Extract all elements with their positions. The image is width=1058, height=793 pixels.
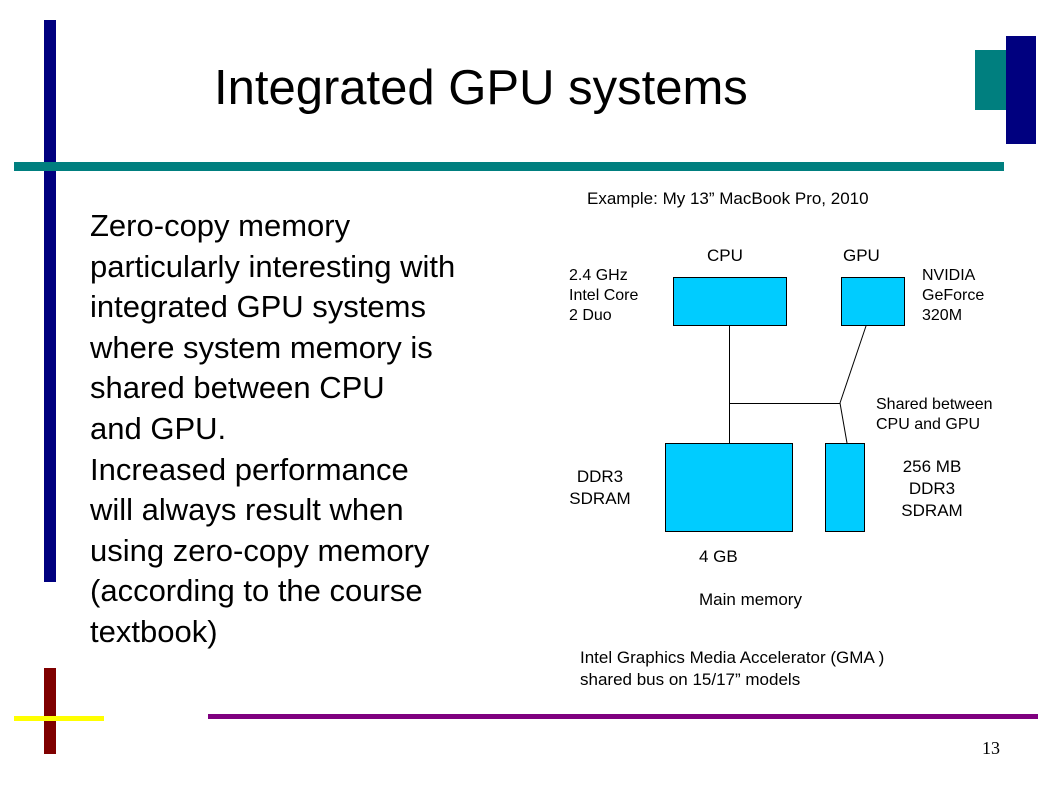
bottom-purple-bar bbox=[208, 714, 1038, 719]
gpu-mem-line: SDRAM bbox=[901, 501, 963, 520]
page-number: 13 bbox=[982, 738, 1000, 758]
shared-bus-connector bbox=[729, 403, 840, 404]
gpu-bus-connector bbox=[839, 325, 867, 444]
gpu-description: NVIDIA GeForce 320M bbox=[922, 266, 984, 326]
gpu-desc-line: NVIDIA bbox=[922, 267, 976, 284]
main-mem-type-line: SDRAM bbox=[569, 489, 631, 508]
gpu-box bbox=[841, 277, 905, 326]
footnote-line: shared bus on 15/17” models bbox=[580, 670, 801, 689]
cpu-memory-connector bbox=[729, 326, 730, 443]
gpu-memory-box bbox=[825, 443, 865, 532]
body-line: using zero-copy memory bbox=[90, 532, 430, 568]
example-caption: Example: My 13” MacBook Pro, 2010 bbox=[587, 189, 869, 208]
body-line: Zero-copy memory bbox=[90, 208, 351, 243]
cpu-box bbox=[673, 277, 787, 326]
cpu-desc-line: Intel Core bbox=[569, 287, 639, 304]
cpu-description: 2.4 GHz Intel Core 2 Duo bbox=[569, 266, 638, 326]
body-line: (according to the course bbox=[90, 573, 423, 609]
gpu-desc-line: GeForce bbox=[922, 287, 985, 304]
body-line: will always result when bbox=[90, 492, 404, 528]
gpu-mem-line: 256 MB bbox=[902, 457, 962, 476]
body-line: Increased performance bbox=[90, 451, 409, 487]
body-line: textbook) bbox=[90, 613, 218, 649]
bus-to-gpu-memory-line bbox=[839, 402, 848, 444]
top-horizontal-teal-bar bbox=[14, 162, 1004, 171]
slide-title: Integrated GPU systems bbox=[214, 61, 748, 115]
body-line: and GPU. bbox=[90, 410, 227, 446]
gpu-memory-spec: 256 MB DDR3 SDRAM bbox=[880, 456, 984, 522]
gpu-desc-line: 320M bbox=[922, 307, 963, 324]
main-mem-type-line: DDR3 bbox=[576, 467, 624, 486]
body-line: integrated GPU systems bbox=[90, 289, 426, 325]
body-line: shared between CPU bbox=[90, 370, 385, 406]
bottom-yellow-bar bbox=[14, 716, 104, 721]
footnote-line: Intel Graphics Media Accelerator (GMA ) bbox=[580, 648, 885, 667]
footnote: Intel Graphics Media Accelerator (GMA ) … bbox=[580, 647, 884, 691]
cpu-label: CPU bbox=[707, 246, 743, 265]
corner-navy-bar bbox=[1006, 36, 1036, 144]
body-line: where system memory is bbox=[90, 329, 433, 365]
bottom-maroon-bar bbox=[44, 668, 56, 754]
shared-note-line: Shared between bbox=[876, 396, 993, 413]
gpu-label: GPU bbox=[843, 246, 880, 265]
shared-note: Shared between CPU and GPU bbox=[876, 395, 993, 435]
main-memory-label: Main memory bbox=[699, 590, 802, 609]
cpu-desc-line: 2.4 GHz bbox=[569, 267, 628, 284]
main-memory-size: 4 GB bbox=[699, 547, 738, 566]
body-line: particularly interesting with bbox=[90, 248, 456, 284]
gpu-mem-line: DDR3 bbox=[908, 479, 956, 498]
gpu-to-bus-line bbox=[839, 325, 867, 404]
main-memory-type: DDR3 SDRAM bbox=[553, 466, 647, 510]
slide-body-text: Zero-copy memory particularly interestin… bbox=[90, 206, 550, 653]
shared-note-line: CPU and GPU bbox=[876, 416, 981, 433]
left-vertical-navy-bar bbox=[44, 20, 56, 582]
cpu-desc-line: 2 Duo bbox=[569, 307, 612, 324]
main-memory-box bbox=[665, 443, 793, 532]
